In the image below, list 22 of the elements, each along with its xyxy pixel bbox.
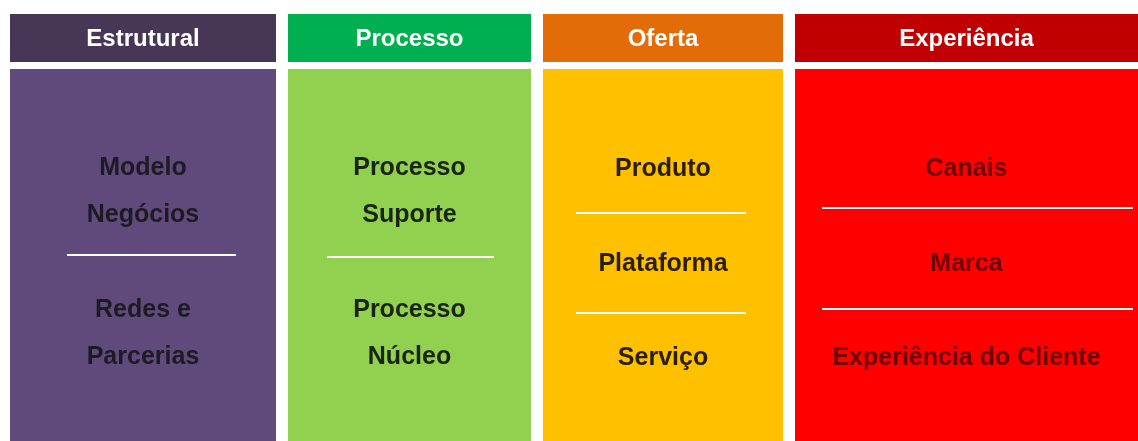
item-label: Experiência do Cliente	[832, 340, 1101, 372]
column-panel	[288, 69, 531, 441]
item-label: Canais	[925, 151, 1008, 183]
column-panel	[795, 69, 1138, 441]
column-panel	[10, 69, 276, 441]
column-header	[795, 14, 1138, 62]
item-label: Modelo Negócios	[85, 151, 201, 229]
item-label: Redes e Parcerias	[85, 293, 201, 371]
header-title: Estrutural	[86, 24, 200, 52]
column-header	[543, 14, 783, 62]
item-label: Marca	[930, 246, 1003, 278]
header-title: Experiência	[899, 24, 1034, 52]
item-label: Plataforma	[598, 246, 728, 278]
header-title: Processo	[355, 24, 464, 52]
column-header	[288, 14, 531, 62]
column-header	[10, 14, 276, 62]
item-label: Produto	[615, 151, 711, 183]
item-label: Processo Suporte	[352, 151, 467, 229]
header-title: Oferta	[627, 24, 699, 52]
column-panel	[543, 69, 783, 441]
item-label: Processo Núcleo	[352, 293, 467, 371]
item-label: Serviço	[617, 340, 709, 372]
